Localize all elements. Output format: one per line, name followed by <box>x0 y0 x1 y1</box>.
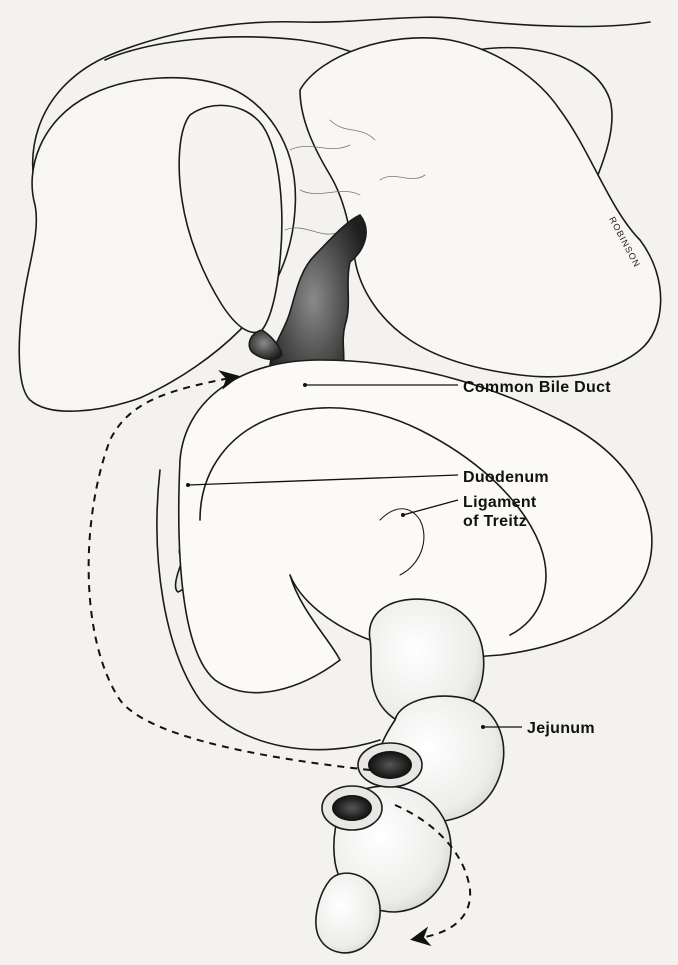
label-ligament-line2: of Treitz <box>463 512 527 531</box>
leader-dot-ligament <box>401 513 405 517</box>
cystic-duct <box>249 330 282 359</box>
leader-dot-common-bile-duct <box>303 383 307 387</box>
label-ligament-line1: Ligament <box>463 493 537 512</box>
label-jejunum: Jejunum <box>527 719 595 738</box>
cut-end-upper-lumen <box>368 751 412 779</box>
leader-dot-duodenum <box>186 483 190 487</box>
stomach <box>300 38 661 377</box>
leader-dot-jejunum <box>481 725 485 729</box>
jejunum-tail <box>316 873 380 953</box>
label-common-bile-duct: Common Bile Duct <box>463 378 611 397</box>
cut-end-lower-lumen <box>332 795 372 821</box>
label-duodenum: Duodenum <box>463 468 549 487</box>
